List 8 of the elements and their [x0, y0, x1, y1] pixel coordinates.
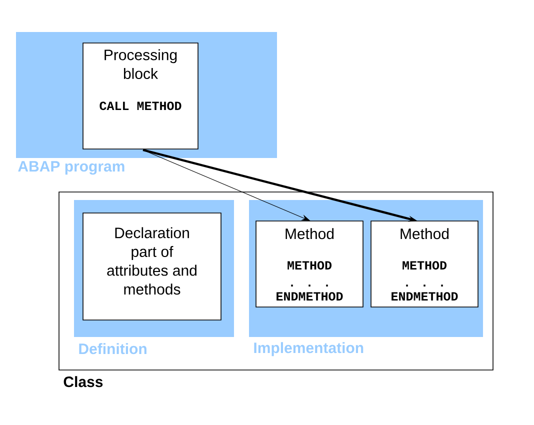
node-label: Definition [79, 343, 146, 354]
method-box: Method METHOD . . . ENDMETHOD [256, 220, 364, 308]
method-box: Method METHOD . . . ENDMETHOD [370, 220, 478, 308]
node-label: Implementation [254, 342, 364, 356]
node-label: ABAP program [18, 161, 124, 175]
node-label: Class [64, 376, 103, 388]
process-box: Processing block CALL METHOD [82, 42, 198, 150]
declaration-box: Declaration part of attributes and methods [82, 212, 222, 320]
